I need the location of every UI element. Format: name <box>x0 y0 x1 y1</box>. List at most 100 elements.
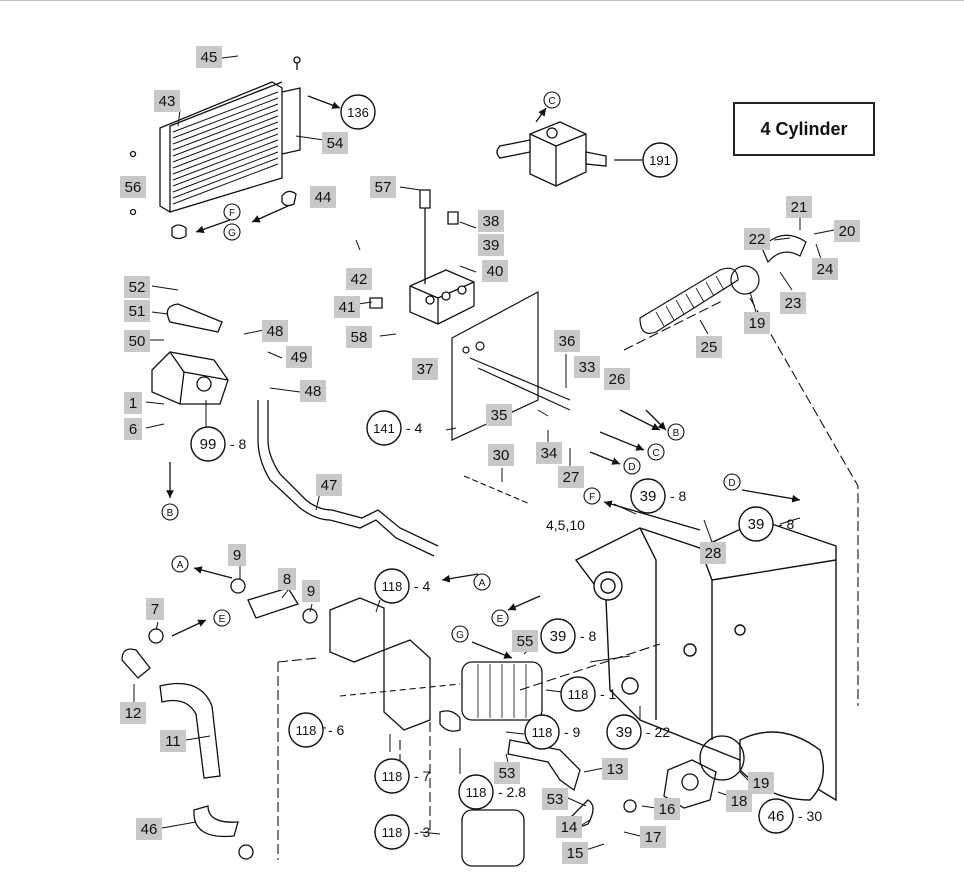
ref-callout-118: 118- 6 <box>288 712 345 748</box>
part-tag-bg <box>556 816 582 838</box>
title-label: 4 Cylinder <box>760 118 848 139</box>
part-tag-label: 17 <box>645 829 662 846</box>
part-tag-bg <box>786 196 812 218</box>
part-tag-bg <box>302 580 320 602</box>
part-tag-14: 14 <box>556 816 582 838</box>
letter-label: D <box>628 462 635 473</box>
ref-callout-191: 191 <box>642 142 678 178</box>
part-tag-bg <box>654 798 680 820</box>
part-tag-bg <box>120 176 146 198</box>
ref-number: 39 <box>616 724 633 741</box>
part-tag-43: 43 <box>154 90 180 112</box>
letter-circle <box>491 609 509 627</box>
part-tag-bg <box>160 730 186 752</box>
part-tag-48: 48 <box>262 320 288 342</box>
leader-lines <box>277 297 859 860</box>
part-tag-label: 40 <box>487 263 504 280</box>
ref-number: 118 <box>296 723 317 738</box>
ref-number: 141 <box>373 421 395 436</box>
part-tag-6: 6 <box>124 418 142 440</box>
part-tag-30: 30 <box>488 444 514 466</box>
ref-callout-39: 39- 8 <box>738 506 795 542</box>
ref-number: 118 <box>382 825 403 840</box>
part-tag-label: 24 <box>817 261 834 278</box>
part-tag-36: 36 <box>554 330 580 352</box>
part-tag-bg <box>478 234 504 256</box>
part-tag-16: 16 <box>654 798 680 820</box>
ref-circle <box>560 676 596 712</box>
gear-pump <box>151 303 229 405</box>
letter-label: F <box>589 492 595 503</box>
letter-circle <box>647 443 665 461</box>
part-tag-51: 51 <box>124 300 150 322</box>
ref-number: 136 <box>347 105 369 120</box>
part-tag-label: 12 <box>125 705 142 722</box>
ref-circle <box>606 714 642 750</box>
part-tag-label: 58 <box>351 329 368 346</box>
part-tag-label: 11 <box>165 733 181 750</box>
connection-letter-F: F <box>223 203 241 221</box>
ref-callout-118: 118- 7 <box>374 758 431 794</box>
part-tag-24: 24 <box>812 258 838 280</box>
part-tag-label: 6 <box>129 421 137 438</box>
ref-suffix: - 8 <box>230 436 247 452</box>
ref-suffix: - 4 <box>414 578 431 594</box>
part-tag-label: 25 <box>701 339 718 356</box>
ref-circle <box>738 506 774 542</box>
ref-suffix: - 4 <box>406 420 423 436</box>
ref-callout-99: 99 - 8 <box>190 426 247 462</box>
part-tag-label: 52 <box>129 279 146 296</box>
letter-label: B <box>167 508 174 519</box>
part-tag-label: 48 <box>267 323 284 340</box>
connection-letter-C: C <box>647 443 665 461</box>
connection-letter-B: B <box>667 423 685 441</box>
connection-letter-D: D <box>723 473 741 491</box>
part-tag-bg <box>146 598 164 620</box>
part-tag-bg <box>124 330 150 352</box>
ref-suffix: - 8 <box>778 516 795 532</box>
part-tag-49: 49 <box>286 346 312 368</box>
title-box: 4 Cylinder <box>733 102 875 156</box>
part-tag-label: 30 <box>493 447 510 464</box>
ref-number: 118 <box>532 725 553 740</box>
ref-circle <box>288 712 324 748</box>
part-tag-label: 53 <box>547 791 564 808</box>
part-tag-19: 19 <box>748 772 774 794</box>
ref-suffix: - 8 <box>670 488 687 504</box>
cover-18 <box>623 735 745 813</box>
part-tag-label: 1 <box>129 395 137 412</box>
part-tag-label: 23 <box>785 295 802 312</box>
control-valve-block-37 <box>369 189 475 325</box>
part-tag-bg <box>780 292 806 314</box>
suction-pipe-47 <box>257 400 439 557</box>
part-tag-45: 45 <box>196 46 222 68</box>
ref-circle <box>374 814 410 850</box>
ref-suffix: - 22 <box>646 724 670 740</box>
part-tag-bg <box>124 418 142 440</box>
part-tag-bg <box>300 380 326 402</box>
part-tag-bg <box>574 356 600 378</box>
part-tag-bg <box>310 186 336 208</box>
part-tag-label: 54 <box>327 135 344 152</box>
part-tag-label: 26 <box>609 371 626 388</box>
ref-callout-118: 118- 1 <box>560 676 617 712</box>
hoses-left <box>121 578 318 860</box>
connection-letter-A: A <box>171 555 189 573</box>
connection-letter-E: E <box>213 609 231 627</box>
ref-number: 99 <box>200 436 217 453</box>
part-tag-label: 9 <box>233 547 241 564</box>
ref-suffix: - 3 <box>414 824 431 840</box>
ref-circle <box>366 410 402 446</box>
part-tag-label: 19 <box>753 775 770 792</box>
part-tag-52: 52 <box>124 276 150 298</box>
ref-circle <box>630 478 666 514</box>
letter-circle <box>583 487 601 505</box>
part-tag-label: 56 <box>125 179 142 196</box>
ref-suffix: - 30 <box>798 808 822 824</box>
part-tag-19: 19 <box>744 312 770 334</box>
part-tag-bg <box>486 404 512 426</box>
ref-circle <box>458 774 494 810</box>
part-tag-bg <box>136 818 162 840</box>
letter-label: C <box>652 448 659 459</box>
